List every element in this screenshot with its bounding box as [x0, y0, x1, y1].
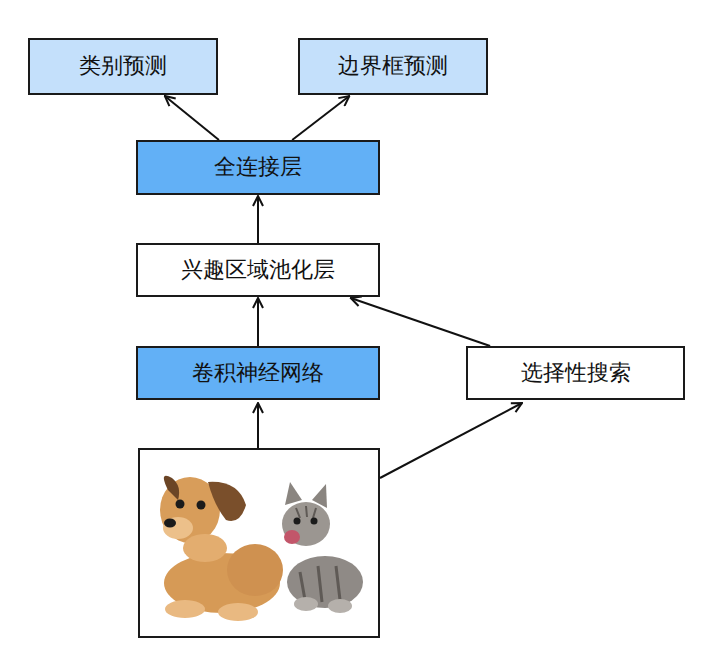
image-frame [139, 449, 379, 637]
box-label: 类别预测 [79, 53, 167, 79]
output-box: 类别预测 [28, 38, 218, 95]
layer-box: 卷积神经网络 [136, 346, 380, 400]
box-label: 兴趣区域池化层 [181, 257, 335, 283]
box-label: 边界框预测 [338, 53, 448, 79]
layer-box: 全连接层 [136, 140, 380, 195]
flow-arrow [292, 96, 349, 140]
image-arrow [380, 403, 522, 478]
flow-arrow [257, 196, 259, 243]
box-label: 全连接层 [214, 154, 302, 180]
image-arrow [257, 403, 259, 448]
flow-arrow [257, 298, 259, 346]
process-box: 选择性搜索 [466, 346, 685, 400]
dog-picture [160, 476, 283, 621]
flow-arrow [351, 298, 490, 346]
output-box: 边界框预测 [298, 38, 488, 95]
flow-arrow [165, 96, 219, 140]
cat-picture [282, 482, 363, 613]
layer-box: 兴趣区域池化层 [136, 243, 380, 297]
box-label: 卷积神经网络 [192, 360, 324, 386]
box-label: 选择性搜索 [521, 360, 631, 386]
